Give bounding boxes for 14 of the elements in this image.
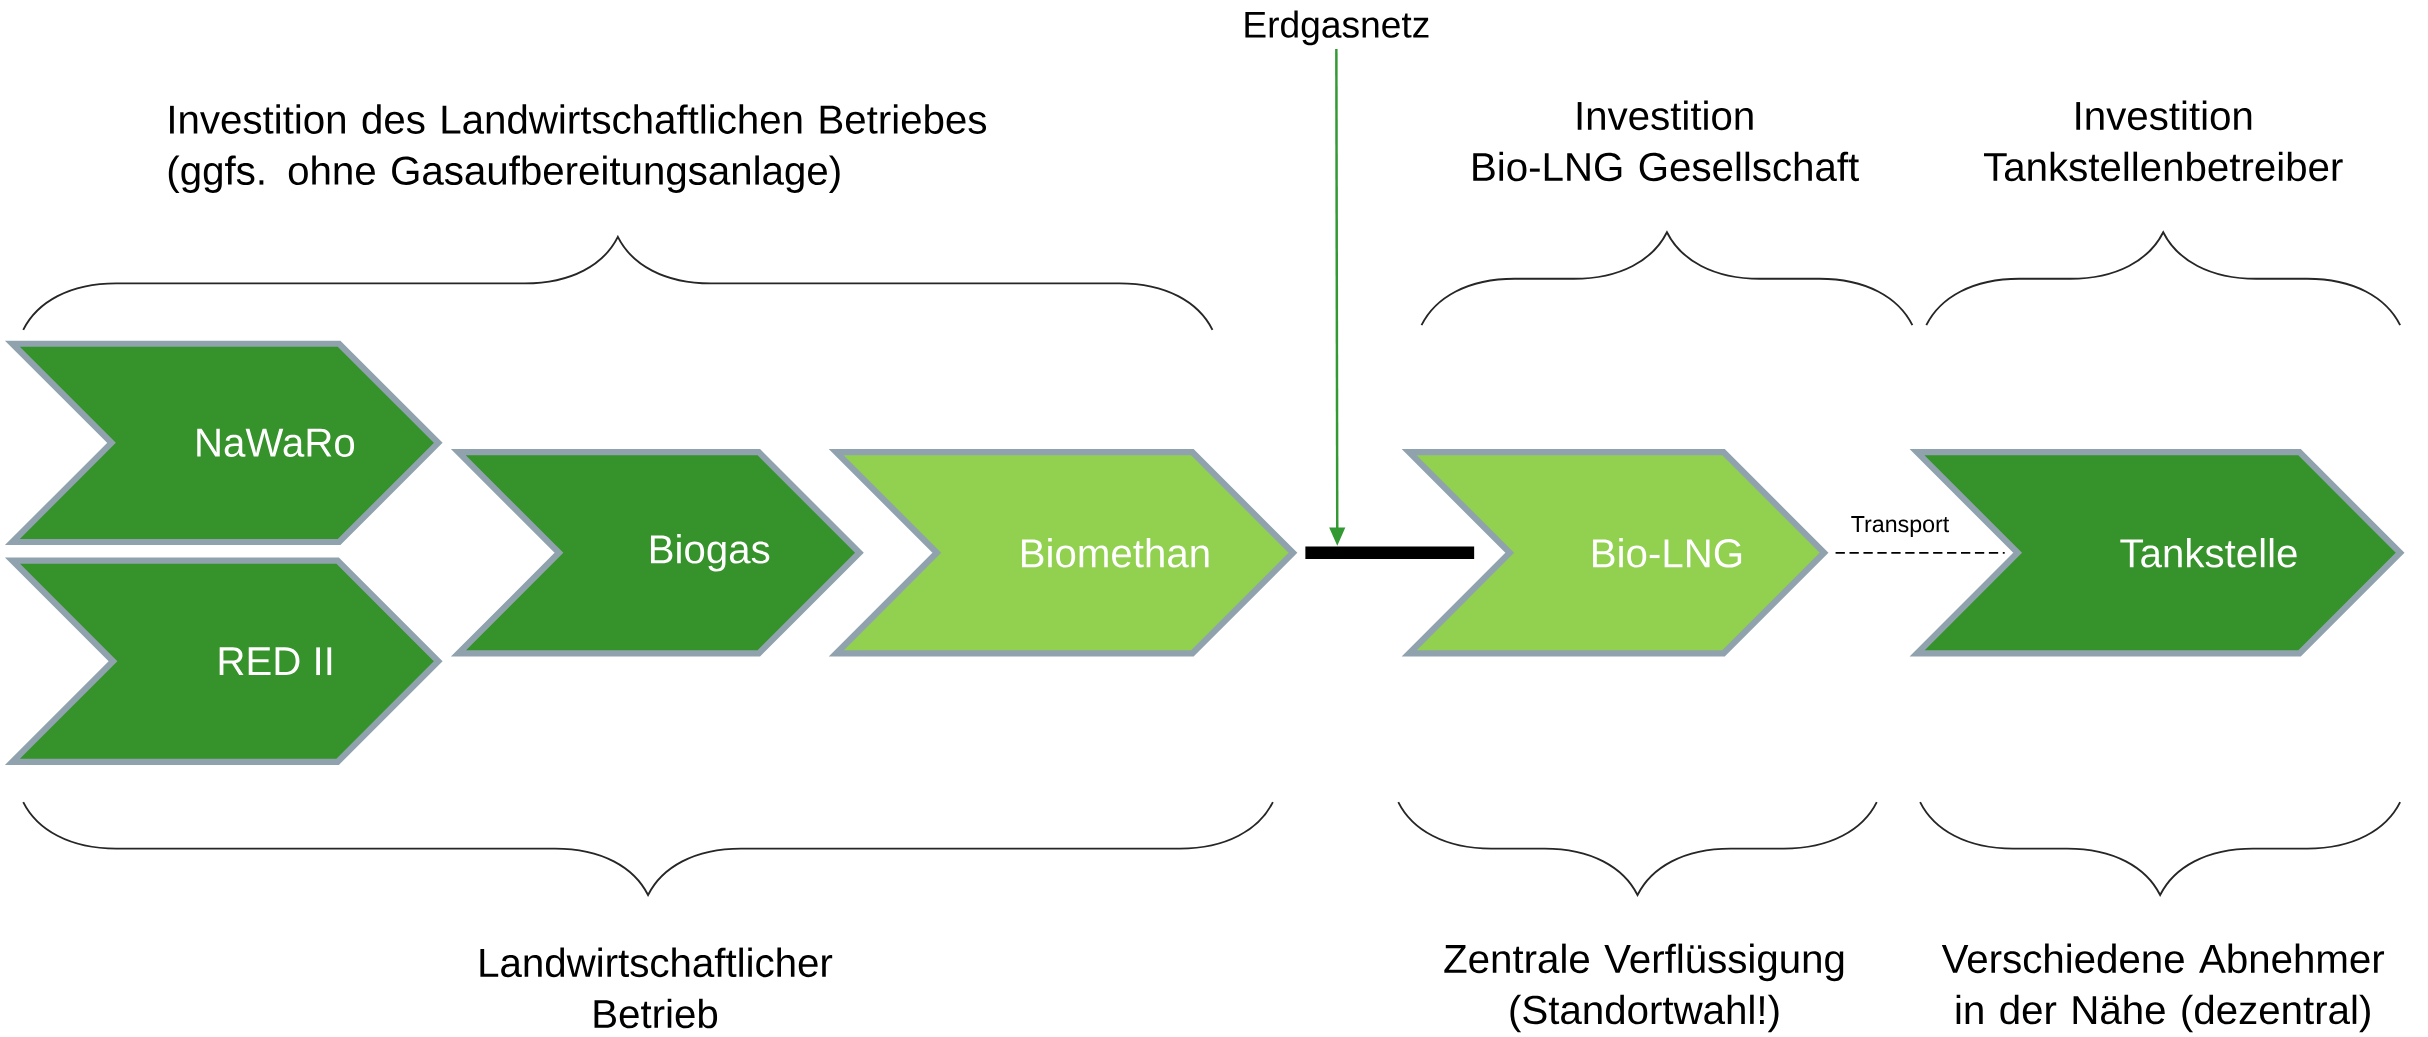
brace-label: Investition Bio-LNG Gesellschaft [1473,100,1859,181]
brace-label: Investition Tankstellenbetreiber [1984,100,2343,181]
dashed-line [1834,551,2006,554]
chevron-box: Bio-LNG [1401,448,1829,657]
chevron-box: Biomethan [828,448,1298,657]
brace-label: Verschiedene Abnehmer in der Nähe (dezentral) [1941,943,2385,1032]
chevron-box: RED II [4,557,443,765]
brace-label: Landwirtschaftlicher Betrieb [480,947,833,1028]
chevron-box: Biogas [450,448,864,657]
network-label: Erdgasnetz [1245,10,1429,45]
brace-label: Zentrale Verflüssigung (Standortwahl!) [1444,943,1844,1032]
chevron-box: NaWaRo [4,340,443,545]
connector-bar [1305,546,1475,559]
brace-label: Investition des Landwirtschaftlichen Betriebes (ggfs. ohne Gasaufbereitungsanlage) [168,104,987,193]
